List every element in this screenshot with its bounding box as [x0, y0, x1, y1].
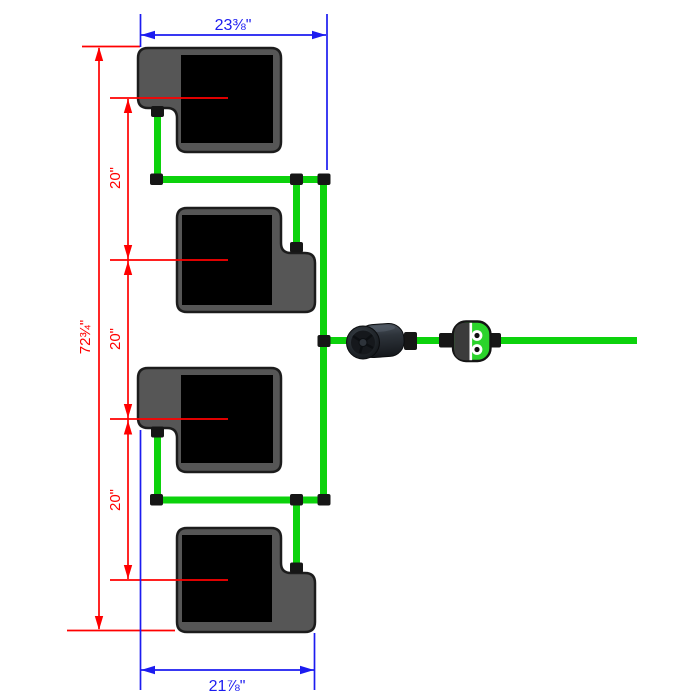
valve-port-bottom-hole — [474, 346, 480, 353]
fitting-valve-left — [439, 333, 453, 348]
fitting-port-bucket-3 — [151, 426, 164, 438]
bucket-1-lid — [181, 55, 273, 143]
fitting-elbow-bottom-right — [317, 494, 331, 506]
arrow-seg2-bottom — [123, 404, 133, 418]
arrow-total-top — [94, 47, 104, 61]
valve-port-top-hole — [474, 332, 480, 339]
fitting-elbow-bottom-left — [150, 494, 163, 506]
bucket-4 — [175, 526, 317, 634]
arrow-bottom-width-right — [300, 665, 314, 675]
dual-port-valve — [451, 320, 492, 363]
arrow-seg1-top — [123, 99, 133, 113]
inline-pump — [346, 322, 405, 360]
label-spacing-3: 20" — [107, 489, 124, 511]
fitting-pump-outlet — [404, 332, 417, 350]
fitting-tee-top — [290, 173, 303, 185]
fitting-tee-outlet — [317, 335, 331, 347]
label-spacing-1: 20" — [107, 167, 124, 189]
label-spacing-2: 20" — [107, 328, 124, 350]
label-top-width: 23⅜" — [215, 17, 252, 34]
fitting-valve-right — [489, 333, 501, 348]
arrow-seg3-top — [123, 420, 133, 435]
red-dimension-lines — [67, 45, 228, 632]
label-total-height: 72¾" — [77, 320, 94, 355]
arrow-top-width-right — [312, 30, 326, 40]
red-dimension-arrows — [94, 47, 133, 630]
arrow-seg3-bottom — [123, 565, 133, 579]
reservoir-buckets — [136, 46, 317, 634]
arrow-total-bottom — [94, 616, 104, 630]
pump-hub — [358, 338, 368, 347]
fitting-elbow-top-right — [317, 173, 331, 185]
fitting-port-bucket-1 — [151, 106, 164, 117]
fitting-elbow-top-left — [150, 173, 163, 185]
blue-dimension-lines — [139, 14, 328, 690]
fitting-tee-bottom — [290, 494, 303, 506]
bucket-4-lid — [182, 535, 272, 622]
tube-fittings — [150, 106, 501, 573]
blue-dimension-arrows — [141, 30, 326, 675]
arrow-seg1-bottom — [123, 245, 133, 259]
fitting-port-bucket-4 — [290, 562, 303, 573]
arrow-top-width-left — [141, 30, 155, 40]
valve-divider — [469, 322, 473, 361]
fitting-port-bucket-2 — [290, 242, 303, 253]
valve-dark-half — [454, 322, 470, 361]
arrow-seg2-top — [123, 261, 133, 275]
label-bottom-width: 21⅞" — [209, 678, 246, 695]
arrow-bottom-width-left — [141, 665, 155, 675]
